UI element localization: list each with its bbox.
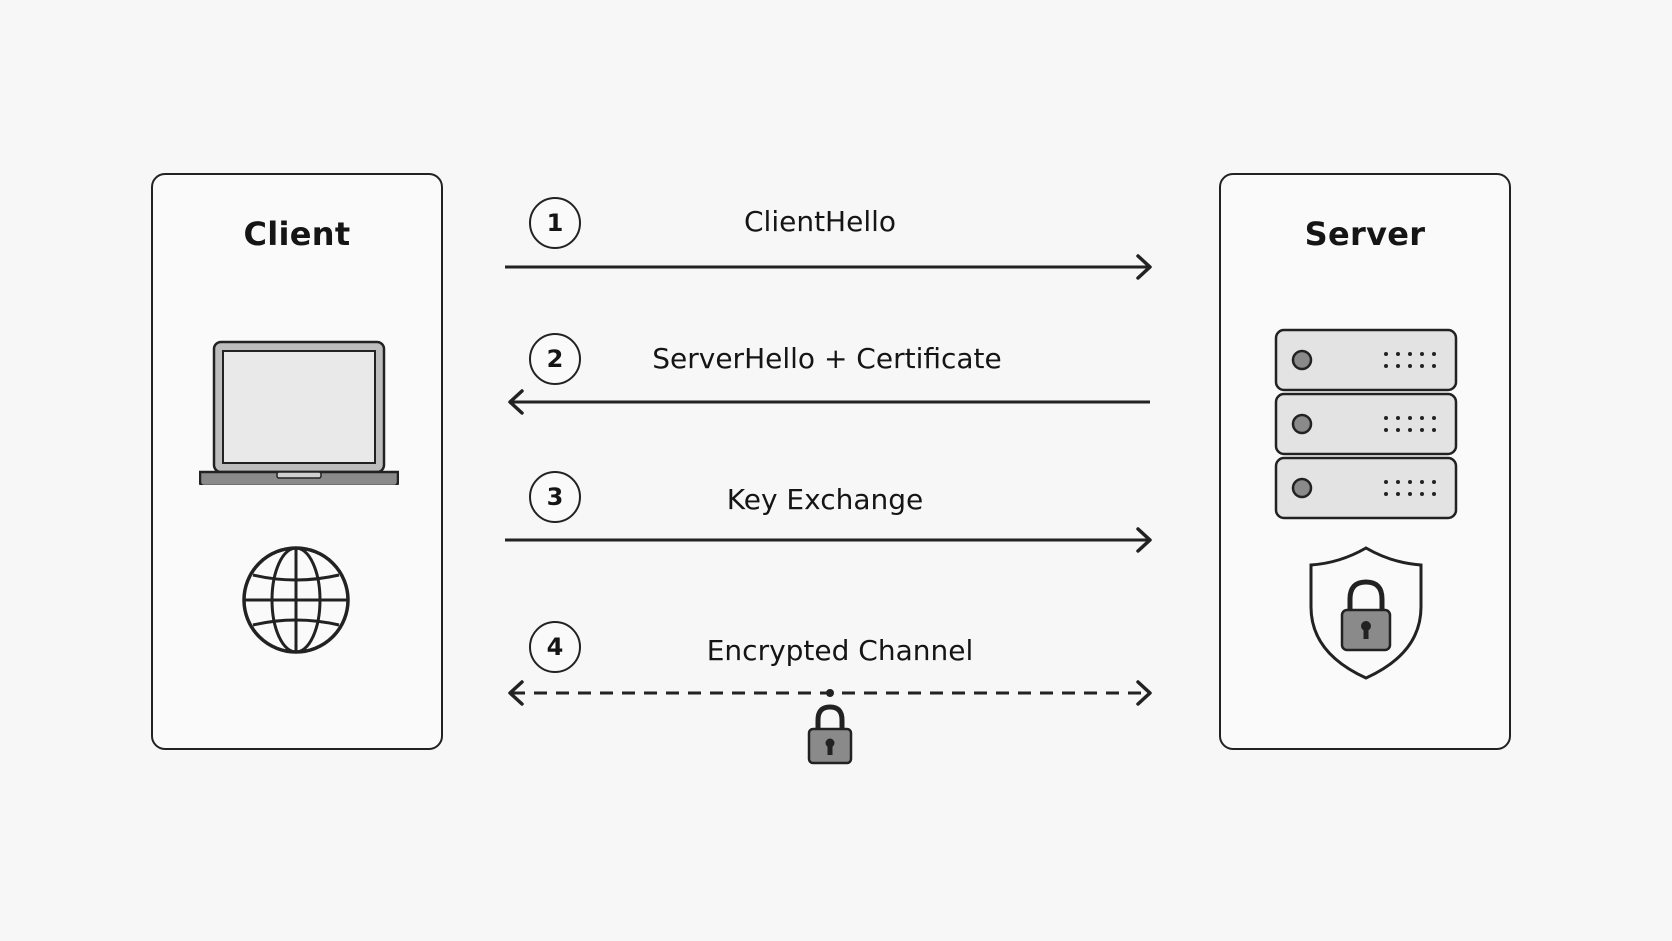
step-1-label: ClientHello bbox=[743, 205, 897, 238]
step-3-arrow bbox=[505, 527, 1152, 553]
step-1-arrow bbox=[505, 254, 1152, 280]
server-node: Server bbox=[1219, 173, 1511, 750]
step-2-arrow bbox=[508, 389, 1150, 415]
step-1-badge: 1 bbox=[529, 197, 581, 249]
shield-lock-icon bbox=[1309, 546, 1423, 680]
step-4-label: Encrypted Channel bbox=[706, 634, 974, 667]
globe-icon bbox=[242, 546, 350, 654]
server-title: Server bbox=[1304, 215, 1426, 253]
step-2-label: ServerHello + Certificate bbox=[652, 342, 1002, 375]
padlock-icon bbox=[807, 704, 853, 765]
step-4-arrow bbox=[508, 680, 1152, 706]
step-3-label: Key Exchange bbox=[726, 483, 924, 516]
step-2-badge: 2 bbox=[529, 333, 581, 385]
laptop-icon bbox=[199, 340, 399, 485]
step-4-badge: 4 bbox=[529, 621, 581, 673]
client-title: Client bbox=[243, 215, 351, 253]
step-3-badge: 3 bbox=[529, 471, 581, 523]
server-rack-icon bbox=[1274, 328, 1458, 520]
client-node: Client bbox=[151, 173, 443, 750]
